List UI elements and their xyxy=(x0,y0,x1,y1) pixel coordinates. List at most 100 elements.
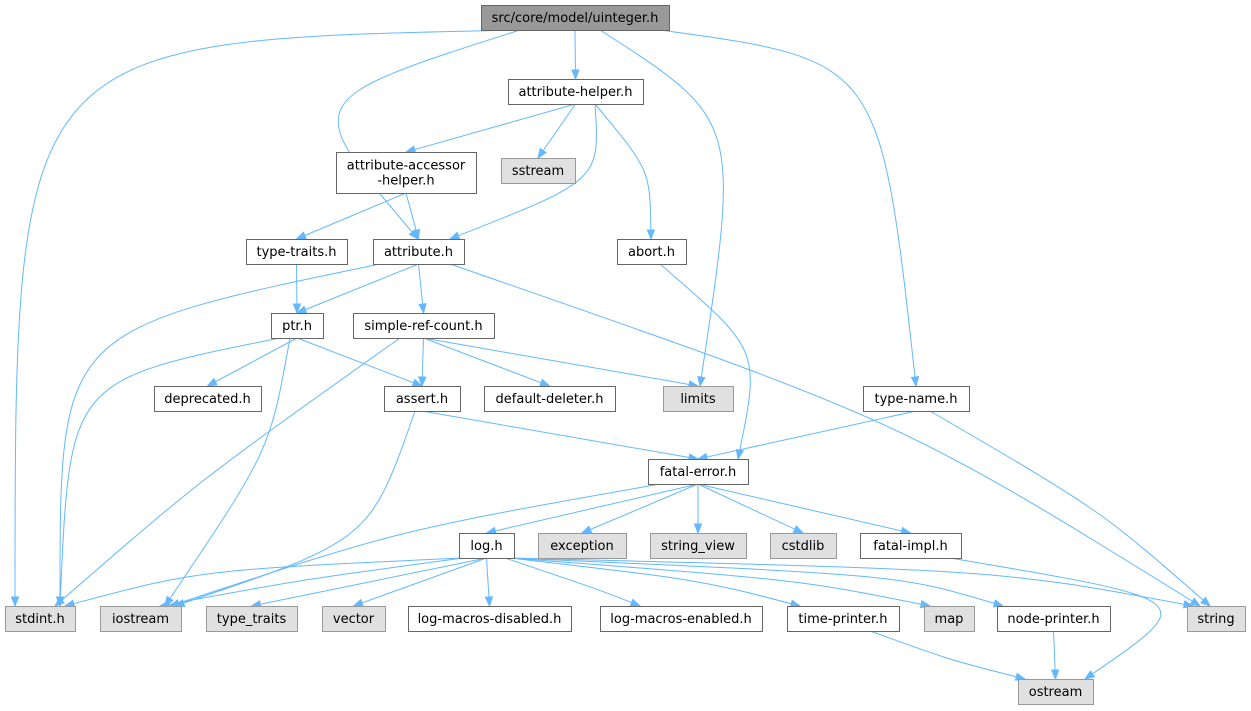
edge-uinteger-to-limits xyxy=(599,29,724,388)
node-label: abort.h xyxy=(628,245,675,260)
node-fatal-impl[interactable]: fatal-impl.h xyxy=(860,533,962,559)
edge-attribute-to-string xyxy=(449,263,1202,607)
node-box xyxy=(860,533,962,559)
edge-arrowhead xyxy=(206,377,218,387)
edge-line xyxy=(423,337,690,385)
edge-line xyxy=(414,103,576,151)
node-box xyxy=(1187,606,1246,632)
node-ptr[interactable]: ptr.h xyxy=(271,313,324,339)
edge-ptr-to-iostream xyxy=(164,337,291,608)
edge-arrowhead xyxy=(10,596,20,608)
node-label: deprecated.h xyxy=(164,392,250,407)
node-label: sstream xyxy=(512,164,564,179)
node-string: string xyxy=(1187,606,1246,632)
node-label: assert.h xyxy=(396,392,448,407)
node-attribute-helper[interactable]: attribute-helper.h xyxy=(508,79,644,105)
node-box xyxy=(336,152,477,194)
edge-fatal-impl-to-ostream xyxy=(949,557,1162,680)
node-label: type-traits.h xyxy=(257,245,337,260)
node-box xyxy=(5,606,76,632)
edge-arrowhead xyxy=(992,599,1005,608)
edge-arrowhead xyxy=(910,376,920,388)
edge-line xyxy=(59,263,381,598)
edge-node-printer-to-ostream xyxy=(1050,630,1060,681)
node-assert[interactable]: assert.h xyxy=(384,386,461,412)
node-label: ostream xyxy=(1029,685,1083,700)
edge-log-to-stdint xyxy=(63,557,464,608)
node-node-printer[interactable]: node-printer.h xyxy=(997,606,1111,632)
node-cstdlib: cstdlib xyxy=(770,533,837,559)
node-label: simple-ref-count.h xyxy=(364,319,482,334)
node-box xyxy=(508,79,644,105)
edge-log-to-node-printer xyxy=(509,557,1005,608)
node-sstream: sstream xyxy=(501,158,576,184)
edge-ptr-to-deprecated xyxy=(206,337,298,387)
edge-arrowhead xyxy=(580,525,593,534)
node-uinteger[interactable]: src/core/model/uinteger.h xyxy=(481,5,670,31)
edge-line xyxy=(1053,630,1056,671)
node-limits: limits xyxy=(663,386,734,412)
node-time-printer[interactable]: time-printer.h xyxy=(787,606,900,632)
edge-arrowhead xyxy=(411,228,421,241)
node-box xyxy=(459,533,515,559)
edge-arrowhead xyxy=(571,69,580,81)
node-label: vector xyxy=(333,612,375,627)
node-type-name[interactable]: type-name.h xyxy=(863,386,970,412)
node-default-deleter[interactable]: default-deleter.h xyxy=(484,386,616,412)
node-label: time-printer.h xyxy=(798,612,887,627)
edge-attribute-helper-to-sstream xyxy=(537,103,576,160)
node-simple-ref-count[interactable]: simple-ref-count.h xyxy=(353,313,495,339)
node-attribute-accessor-helper[interactable]: attribute-accessor-helper.h xyxy=(336,152,477,194)
edge-line xyxy=(405,192,417,231)
edge-arrowhead xyxy=(1083,670,1096,680)
edge-fatal-error-to-string_view xyxy=(693,484,703,535)
edge-line xyxy=(949,557,1162,675)
edge-line xyxy=(169,337,291,599)
edge-arrowhead xyxy=(735,448,745,461)
edge-line xyxy=(509,557,792,605)
edge-line xyxy=(486,557,490,598)
edge-arrowhead xyxy=(292,303,302,315)
edge-arrowhead xyxy=(418,376,427,388)
node-label: attribute-accessor xyxy=(347,159,466,174)
edge-arrowhead xyxy=(404,145,417,154)
node-box xyxy=(353,313,495,339)
node-log-macros-enabled[interactable]: log-macros-enabled.h xyxy=(600,606,763,632)
node-log[interactable]: log.h xyxy=(459,533,515,559)
node-box xyxy=(408,606,572,632)
edge-assert-to-fatal-error xyxy=(421,410,700,462)
edge-type-name-to-fatal-error xyxy=(696,410,917,462)
node-label: stdint.h xyxy=(15,612,64,627)
node-attribute[interactable]: attribute.h xyxy=(373,239,465,265)
edge-arrowhead xyxy=(1189,597,1202,607)
edge-line xyxy=(168,557,464,605)
node-label: type_traits xyxy=(217,612,287,627)
edge-arrowhead xyxy=(539,378,551,387)
edge-type-name-to-string xyxy=(929,410,1212,607)
node-deprecated[interactable]: deprecated.h xyxy=(154,386,262,412)
edge-arrowhead xyxy=(646,229,656,241)
node-type-traits[interactable]: type-traits.h xyxy=(246,239,348,265)
node-label: log.h xyxy=(470,539,502,554)
node-label: fatal-error.h xyxy=(660,465,737,480)
edge-attribute-helper-to-abort xyxy=(594,103,656,241)
edge-arrowhead xyxy=(484,596,494,608)
node-log-macros-disabled[interactable]: log-macros-disabled.h xyxy=(408,606,572,632)
edge-line xyxy=(458,103,597,237)
node-label: iostream xyxy=(112,612,169,627)
node-fatal-error[interactable]: fatal-error.h xyxy=(648,459,749,485)
edge-simple-ref-count-to-assert xyxy=(418,337,427,388)
node-box xyxy=(770,533,837,559)
node-label: -helper.h xyxy=(377,174,434,189)
node-abort[interactable]: abort.h xyxy=(617,239,687,265)
node-box xyxy=(246,239,348,265)
edge-fatal-error-to-cstdlib xyxy=(697,483,805,534)
edge-line xyxy=(305,263,419,311)
edge-type-traits-to-ptr xyxy=(292,263,302,315)
node-label: log-macros-disabled.h xyxy=(418,612,562,627)
node-label: attribute.h xyxy=(384,245,453,260)
edge-line xyxy=(869,630,1017,678)
node-label: src/core/model/uinteger.h xyxy=(492,11,659,26)
node-iostream: iostream xyxy=(100,606,182,632)
edge-line xyxy=(495,483,699,532)
